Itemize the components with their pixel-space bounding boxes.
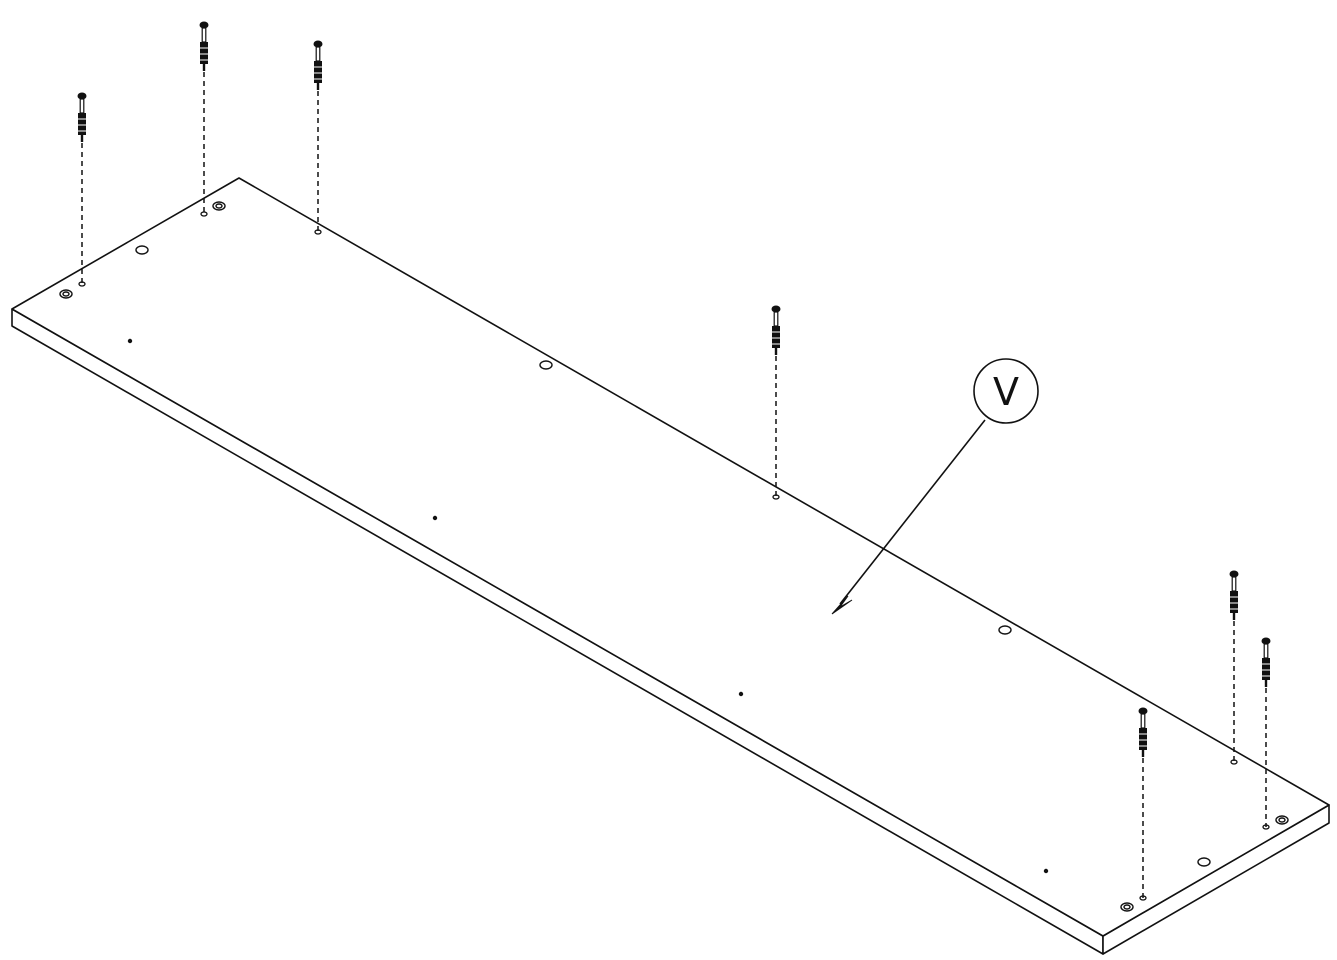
dowel-neck <box>1140 713 1146 729</box>
dowel-head <box>771 305 781 313</box>
hole <box>1278 817 1286 823</box>
callout-leader-line <box>839 419 986 605</box>
dowel-tip <box>1232 613 1236 620</box>
panel-top-face <box>11 177 1330 937</box>
dowel-fasteners <box>77 21 1271 757</box>
dowel-tip <box>316 83 320 90</box>
dowel-neck <box>1263 643 1269 659</box>
dowel-body <box>78 113 86 135</box>
cam-dowel-icon <box>1138 707 1148 757</box>
part-callout: V <box>831 358 1039 615</box>
dowel-head <box>1261 637 1271 645</box>
dowel-body <box>314 61 322 83</box>
dowel-tip <box>774 348 778 355</box>
hole <box>1123 904 1131 910</box>
pilot-hole <box>127 338 133 344</box>
hole <box>998 625 1012 635</box>
hole <box>215 203 223 209</box>
dowel-neck <box>1231 576 1237 592</box>
cam-dowel-icon <box>199 21 209 71</box>
dowel-body <box>200 42 208 64</box>
callout-label: V <box>993 370 1019 414</box>
dowel-body <box>1139 728 1147 750</box>
dowel-body <box>772 326 780 348</box>
dowel-neck <box>79 98 85 114</box>
cam-dowel-icon <box>313 40 323 90</box>
board-panel <box>11 177 1330 955</box>
pilot-hole <box>738 691 744 697</box>
dowel-guides <box>81 72 1267 898</box>
dowel-body <box>1262 658 1270 680</box>
cam-dowel-icon <box>1229 570 1239 620</box>
dowel-tip <box>80 135 84 142</box>
dowel-body <box>1230 591 1238 613</box>
dowel-head <box>199 21 209 29</box>
cam-dowel-icon <box>771 305 781 355</box>
dowel-neck <box>201 27 207 43</box>
dowel-tip <box>1141 750 1145 757</box>
dowel-neck <box>315 46 321 62</box>
dowel-tip <box>1264 680 1268 687</box>
hole <box>539 360 553 370</box>
dowel-head <box>1138 707 1148 715</box>
panel-holes <box>59 201 1289 912</box>
hole <box>135 245 149 255</box>
cam-dowel-icon <box>77 92 87 142</box>
dowel-head <box>77 92 87 100</box>
callout-circle <box>973 358 1039 424</box>
dowel-hole <box>200 211 208 217</box>
pilot-hole <box>1043 868 1049 874</box>
hole <box>1197 857 1211 867</box>
dowel-tip <box>202 64 206 71</box>
callout-arrowhead <box>831 595 853 615</box>
cam-dowel-icon <box>1261 637 1271 687</box>
pilot-hole <box>432 515 438 521</box>
hole <box>62 291 70 297</box>
dowel-head <box>313 40 323 48</box>
dowel-head <box>1229 570 1239 578</box>
dowel-neck <box>773 311 779 327</box>
